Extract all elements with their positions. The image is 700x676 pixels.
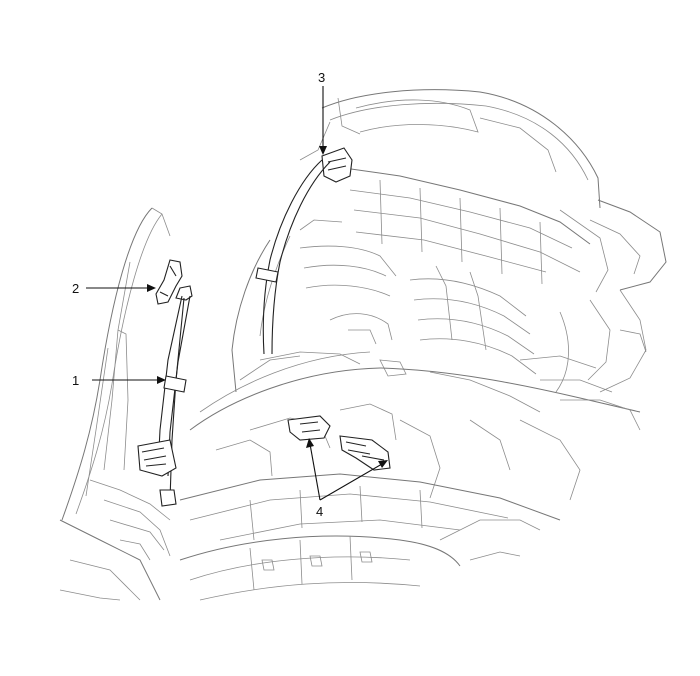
callout-3-label: 3 xyxy=(318,70,325,85)
callout-arrows xyxy=(86,86,388,501)
part-4-buckles xyxy=(287,415,391,471)
part-2-upper-anchor xyxy=(155,259,183,305)
callout-1-label: 1 xyxy=(72,373,79,388)
vehicle-body-linework xyxy=(59,89,667,601)
part-1-seat-belt-assembly xyxy=(137,285,193,507)
callout-4-leader-a xyxy=(309,443,321,501)
callout-3-arrowhead xyxy=(319,146,327,155)
part-3-rear-retractor xyxy=(255,147,353,355)
callout-2-label: 2 xyxy=(72,281,79,296)
callout-4-leader-b xyxy=(319,463,383,501)
callout-2-arrowhead xyxy=(147,284,156,292)
callout-4-arrowhead-b xyxy=(378,460,388,468)
callout-1-arrowhead xyxy=(157,376,166,384)
callout-4-arrowhead-a xyxy=(306,438,314,448)
callout-4-label: 4 xyxy=(316,504,323,519)
